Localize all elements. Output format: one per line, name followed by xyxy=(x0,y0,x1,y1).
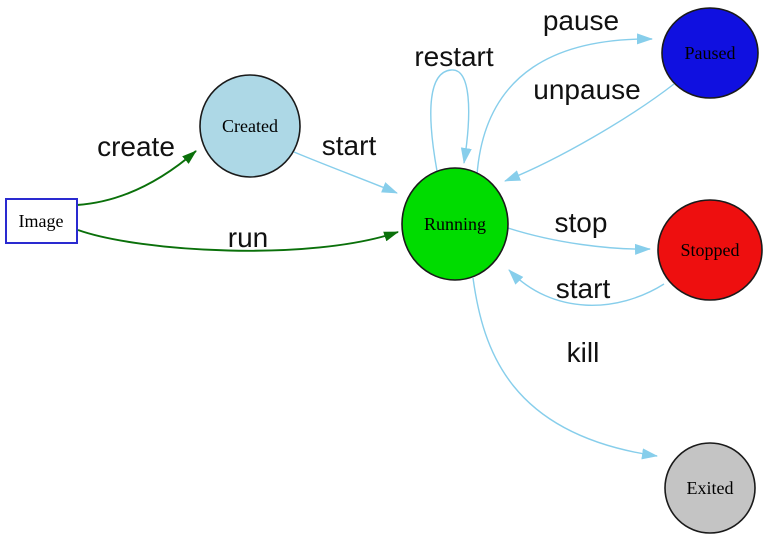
image-node-label: Image xyxy=(19,211,64,231)
nodes-layer: Image Created Running Paused Stopped Exi xyxy=(5,7,763,534)
paused-node-label: Paused xyxy=(685,43,736,63)
image-node-shape xyxy=(5,198,78,244)
node-image: Image xyxy=(5,198,78,244)
running-node-label: Running xyxy=(424,214,486,234)
edge-label-unpause: unpause xyxy=(533,74,640,105)
edge-run xyxy=(77,229,399,252)
edge-start-created-running xyxy=(293,151,398,194)
node-paused: Paused xyxy=(661,7,759,99)
edge-label-create: create xyxy=(97,131,175,162)
edge-kill xyxy=(472,277,658,460)
node-created: Created xyxy=(199,74,301,178)
edge-start-stopped-running xyxy=(508,269,665,306)
stopped-node-shape xyxy=(657,199,763,301)
edge-unpause xyxy=(504,83,675,182)
edge-label-start-created: start xyxy=(322,130,377,161)
edge-pause xyxy=(476,33,653,176)
edge-create xyxy=(76,150,197,206)
edge-label-run: run xyxy=(228,222,268,253)
edge-labels-layer: create run start restart pause unpause s… xyxy=(97,5,641,368)
exited-node-shape xyxy=(664,442,756,534)
paused-node-shape xyxy=(661,7,759,99)
edge-label-pause: pause xyxy=(543,5,619,36)
running-node-shape xyxy=(401,167,509,281)
edge-stop xyxy=(507,227,651,255)
edge-label-start-stopped: start xyxy=(556,273,611,304)
exited-node-label: Exited xyxy=(687,478,734,498)
edge-restart-self-loop xyxy=(430,69,472,172)
edge-label-restart: restart xyxy=(414,41,494,72)
node-exited: Exited xyxy=(664,442,756,534)
edge-label-stop: stop xyxy=(555,207,608,238)
created-node-shape xyxy=(199,74,301,178)
edge-label-kill: kill xyxy=(567,337,600,368)
created-node-label: Created xyxy=(222,116,278,136)
stopped-node-label: Stopped xyxy=(680,240,739,260)
edges-layer xyxy=(76,33,675,460)
node-stopped: Stopped xyxy=(657,199,763,301)
node-running: Running xyxy=(401,167,509,281)
